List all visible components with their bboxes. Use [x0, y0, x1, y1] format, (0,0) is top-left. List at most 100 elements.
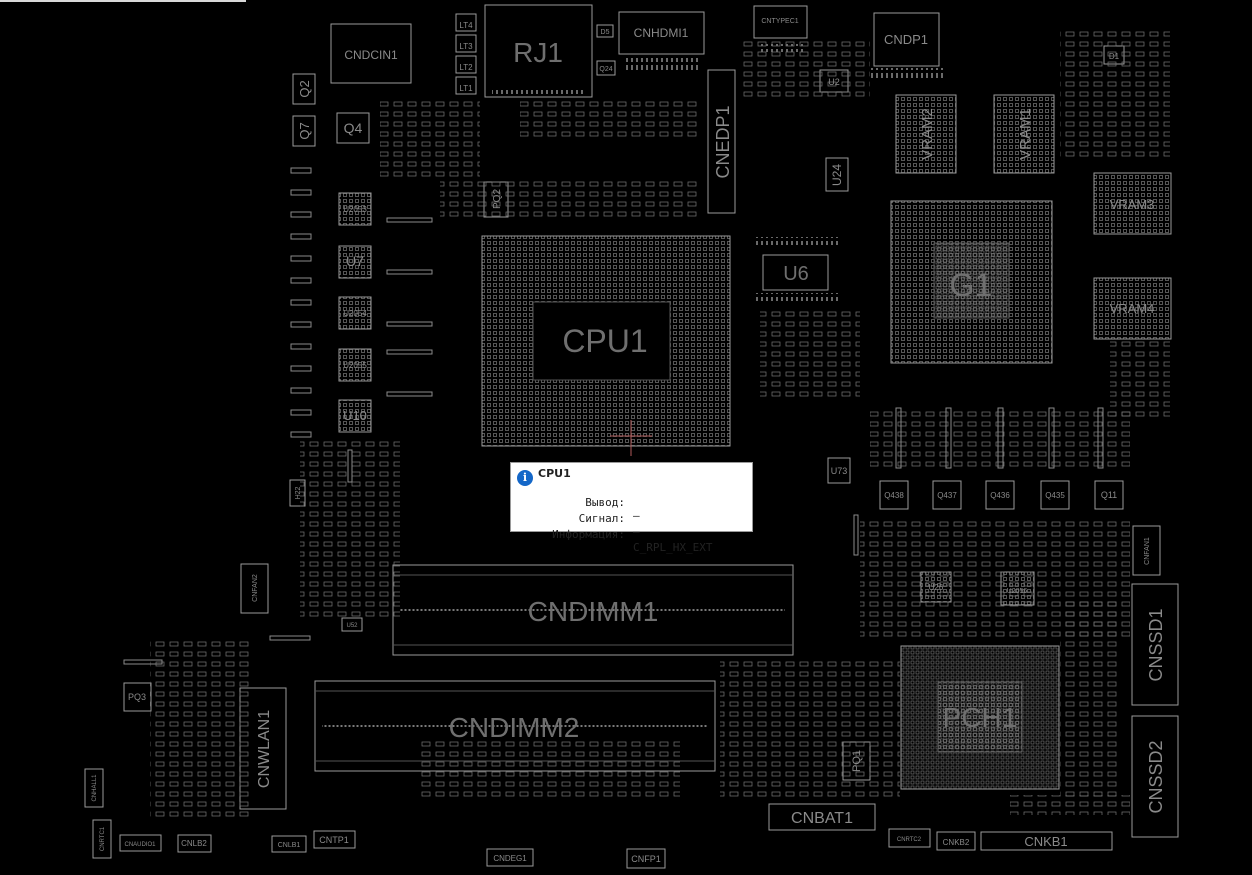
u2054-chip[interactable] [338, 296, 372, 330]
rj1-label: RJ1 [513, 37, 563, 68]
cndeg1-connector[interactable] [486, 848, 534, 867]
cndp1-label: CNDP1 [884, 32, 928, 47]
u24-chip[interactable] [825, 157, 849, 192]
cnhdmi1-connector[interactable] [618, 11, 705, 72]
u24-label: U24 [830, 164, 844, 186]
cnlb2-label: CNLB2 [181, 839, 207, 848]
q437-label: Q437 [937, 491, 957, 500]
q7-mosfet[interactable] [292, 115, 316, 147]
cnfan2-connector[interactable] [240, 563, 269, 614]
vram3-chip[interactable] [1093, 172, 1172, 235]
cnssd1-slot[interactable] [1131, 583, 1179, 706]
cnssd2-label: CNSSD2 [1146, 740, 1166, 813]
tooltip-row-info: Информация: C_RPL_HX_EXT [511, 515, 741, 567]
q435-mosfet[interactable] [1040, 480, 1070, 510]
d1-label: D1 [1109, 52, 1120, 61]
cnedp1-label: CNEDP1 [713, 105, 733, 178]
cndimm1-label: CNDIMM1 [528, 596, 659, 627]
cndeg1-label: CNDEG1 [493, 854, 527, 863]
cnrtc2-label: CNRTC2 [897, 837, 922, 843]
u6-label: U6 [783, 263, 809, 285]
u6-chip[interactable] [762, 254, 829, 291]
lt2-coil[interactable] [455, 55, 477, 74]
cpu1-chip[interactable] [481, 235, 731, 447]
vram2-chip[interactable] [895, 94, 957, 174]
q24-label: Q24 [599, 66, 612, 73]
lt3-coil[interactable] [455, 34, 477, 53]
cndp1-connector[interactable] [870, 12, 944, 78]
u2055-chip[interactable] [338, 348, 372, 382]
cnbat1-label: CNBAT1 [791, 810, 853, 827]
g1-chip[interactable] [890, 200, 1053, 364]
q438-mosfet[interactable] [879, 480, 909, 510]
u10-chip[interactable] [338, 399, 372, 433]
cndcin1-connector[interactable] [330, 23, 412, 84]
cnkb1-connector[interactable] [980, 831, 1113, 851]
cnfan2-label: CNFAN2 [252, 574, 259, 602]
u7-chip[interactable] [338, 245, 372, 279]
vram4-chip[interactable] [1093, 277, 1172, 340]
cntp1-connector[interactable] [313, 830, 356, 849]
q436-mosfet[interactable] [985, 480, 1015, 510]
cnrtc1-connector[interactable] [92, 819, 112, 859]
u73-label: U73 [831, 466, 848, 476]
tooltip-key: Вывод: [585, 496, 625, 509]
pq3-label: PQ3 [128, 692, 146, 702]
cnhall1-connector[interactable] [84, 768, 104, 808]
lt2-label: LT2 [459, 63, 473, 72]
q11-label: Q11 [1101, 490, 1117, 500]
tooltip-title: CPU1 [538, 467, 571, 480]
cnssd1-label: CNSSD1 [1146, 608, 1166, 681]
component-info-tooltip: i CPU1 Вывод: — Сигнал: — Информация: C_… [510, 462, 753, 554]
g1-label: G1 [950, 267, 993, 303]
cnedp1-connector[interactable] [707, 69, 736, 214]
tooltip-row-pin: Вывод: — [511, 483, 741, 535]
cnhall1-label: CNHALL1 [92, 774, 98, 802]
cnfan1-connector[interactable] [1132, 525, 1161, 576]
cnfp1-connector[interactable] [626, 848, 666, 869]
cnbat1-connector[interactable] [768, 803, 876, 831]
h22-label: H22 [295, 486, 302, 499]
q24-mosfet[interactable] [596, 60, 616, 76]
cnaudio1-connector[interactable] [119, 834, 162, 852]
q4-mosfet[interactable] [336, 112, 370, 144]
smd-component-field [150, 30, 1170, 820]
cnfan1-label: CNFAN1 [1144, 537, 1151, 565]
cnlb2-connector[interactable] [177, 834, 212, 853]
cnlb1-connector[interactable] [271, 835, 307, 853]
pch1-chip[interactable] [900, 645, 1060, 790]
rj1-connector[interactable] [484, 4, 593, 98]
q11-mosfet[interactable] [1094, 480, 1124, 510]
cnfp1-label: CNFP1 [631, 854, 661, 864]
u2054-label: U2054 [343, 309, 367, 318]
d5-label: D5 [601, 29, 610, 36]
pq2-label: PQ2 [492, 189, 503, 209]
cnaudio1-label: CNAUDIO1 [124, 842, 156, 848]
vram1-label: VRAM1 [1017, 108, 1034, 160]
vram1-chip[interactable] [993, 94, 1055, 174]
d5-diode[interactable] [596, 24, 614, 38]
q437-mosfet[interactable] [932, 480, 962, 510]
lt3-label: LT3 [459, 42, 473, 51]
lt4-coil[interactable] [455, 13, 477, 32]
pq1-label: PQ1 [851, 750, 863, 772]
cnkb2-connector[interactable] [936, 831, 976, 851]
tooltip-value: — [633, 509, 640, 522]
tooltip-key: Сигнал: [578, 512, 625, 525]
cnrtc1-label: CNRTC1 [100, 826, 106, 851]
q7-label: Q7 [297, 122, 312, 139]
u73-chip[interactable] [827, 457, 851, 484]
tooltip-value: — [633, 525, 640, 538]
u2-label: U2 [828, 77, 840, 87]
u7-label: U7 [346, 253, 364, 269]
u2053-chip[interactable] [338, 192, 372, 226]
q2-mosfet[interactable] [292, 73, 316, 105]
cnrtc2-connector[interactable] [888, 828, 931, 848]
vram4-label: VRAM4 [1110, 301, 1155, 316]
cnssd2-slot[interactable] [1131, 715, 1179, 838]
lt1-coil[interactable] [455, 76, 477, 95]
u2053-label: U2053 [343, 205, 367, 214]
cnhdmi1-label: CNHDMI1 [634, 26, 689, 40]
crosshair-cursor [610, 420, 652, 456]
